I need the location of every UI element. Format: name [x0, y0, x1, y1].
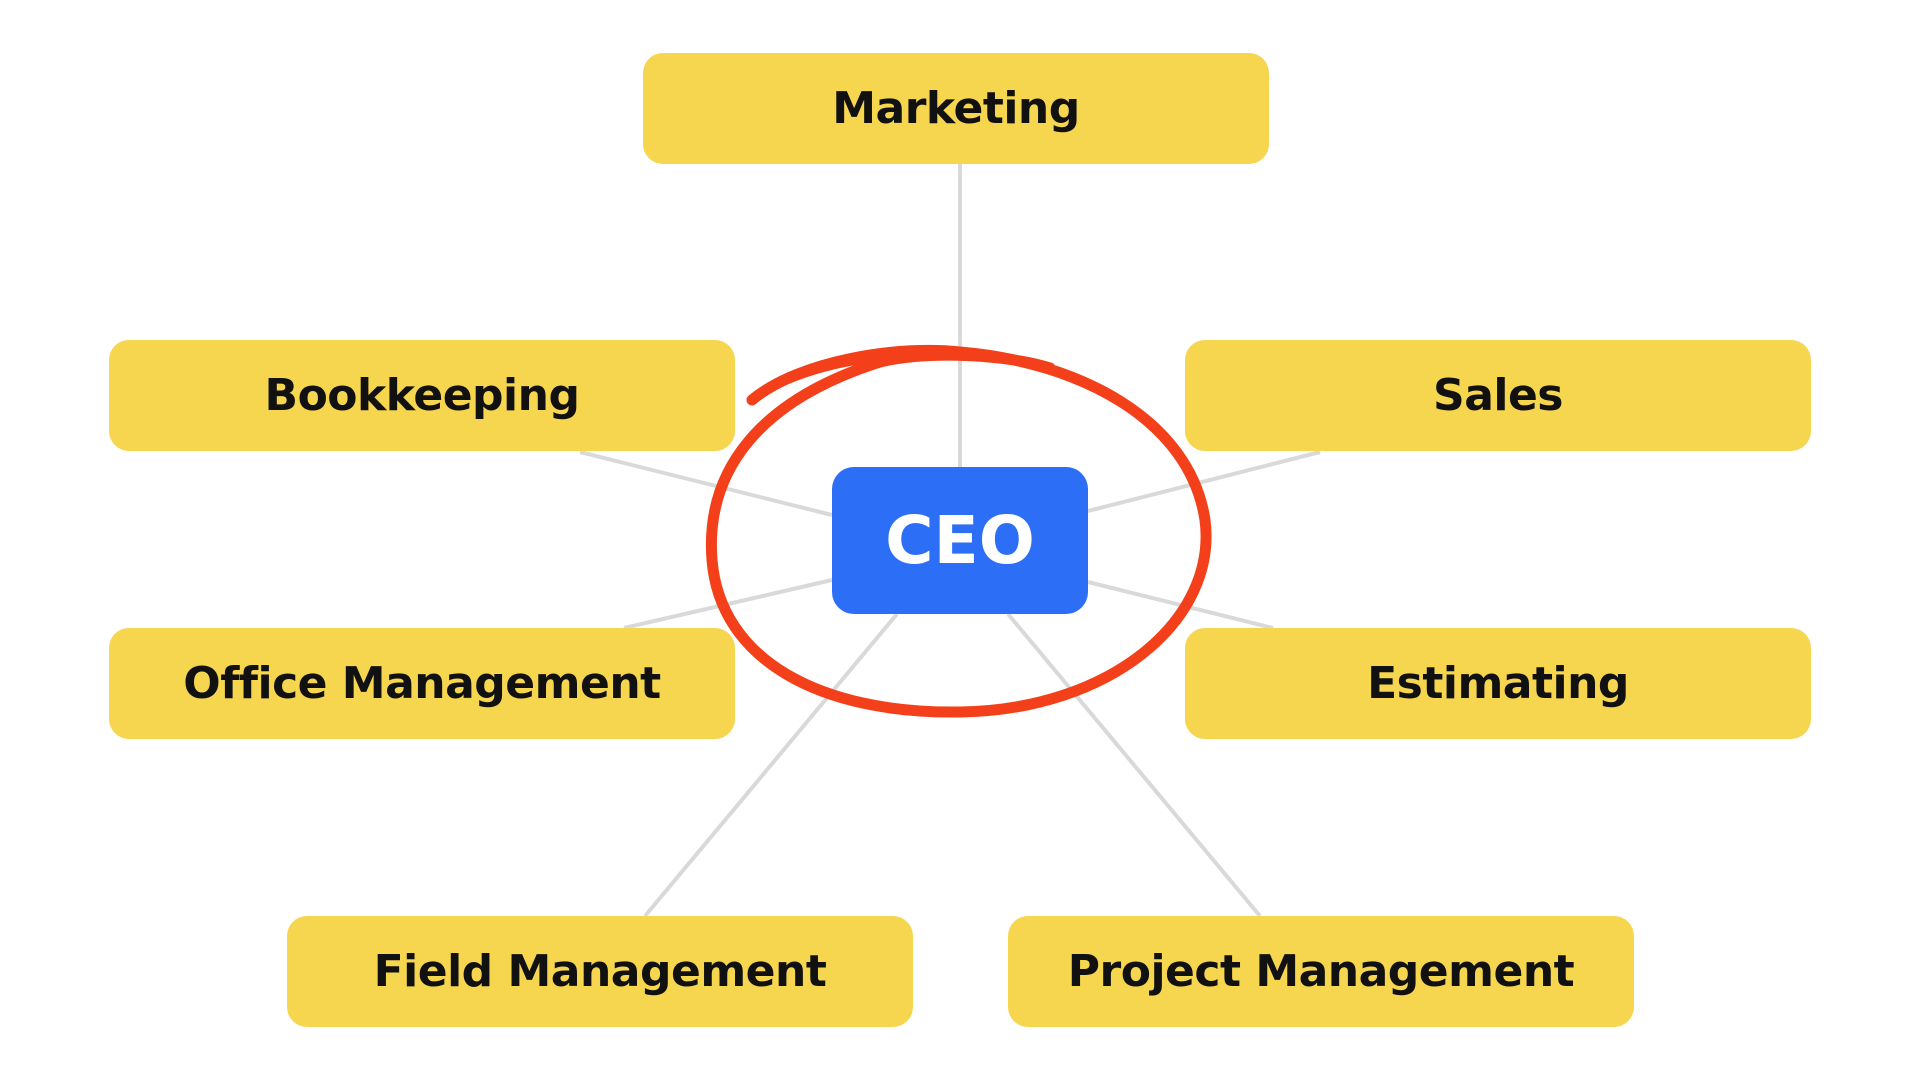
connector-bookkeeping	[579, 450, 833, 517]
node-sales: Sales	[1185, 340, 1811, 451]
connector-office-management	[623, 578, 833, 630]
connector-sales	[1087, 450, 1321, 513]
node-office-management: Office Management	[109, 628, 735, 739]
node-marketing: Marketing	[643, 53, 1269, 164]
node-ceo: CEO	[832, 467, 1088, 614]
node-field-management: Field Management	[287, 916, 913, 1027]
node-estimating: Estimating	[1185, 628, 1811, 739]
connector-estimating	[1087, 580, 1274, 630]
node-bookkeeping: Bookkeeping	[109, 340, 735, 451]
node-project-management: Project Management	[1008, 916, 1634, 1027]
